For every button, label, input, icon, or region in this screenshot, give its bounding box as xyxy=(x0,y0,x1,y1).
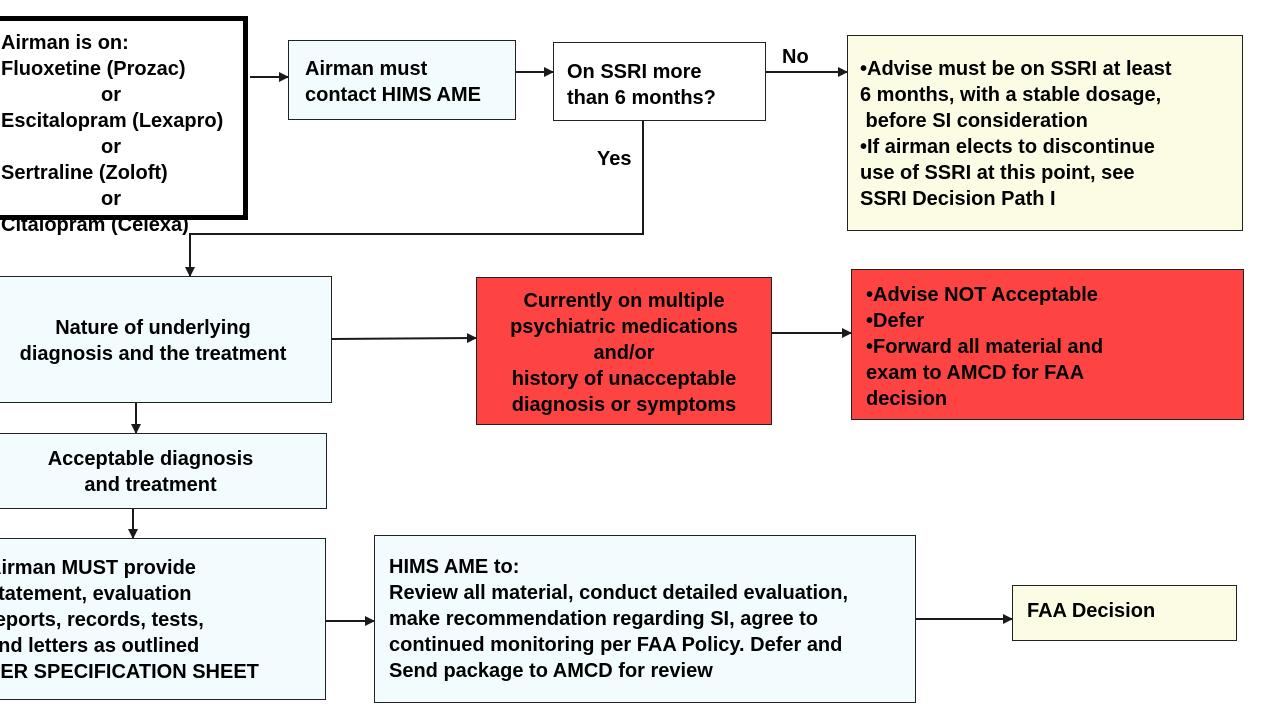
box-line: Airman is on: xyxy=(1,32,129,54)
airman-must-provide-box: Airman MUST provide statement, evaluatio… xyxy=(0,538,326,700)
box-line: •Advise NOT Acceptable xyxy=(866,284,1098,306)
box-line: reports, records, tests, xyxy=(0,609,204,631)
box-line: •If airman elects to discontinue xyxy=(860,136,1155,158)
box-line: PER SPECIFICATION SHEET xyxy=(0,661,259,683)
box-line: or xyxy=(101,188,121,210)
box-line: •Advise must be on SSRI at least xyxy=(860,58,1172,80)
box-line: •Defer xyxy=(866,310,925,332)
yes-label: Yes xyxy=(597,148,632,170)
box-line: Airman must xyxy=(305,58,428,80)
box-line: Review all material, conduct detailed ev… xyxy=(389,582,849,604)
box-line: On SSRI more xyxy=(567,61,702,83)
box-line: diagnosis and the treatment xyxy=(19,343,287,365)
arrow-nature-to-multiple xyxy=(331,333,477,344)
box-line: Acceptable diagnosis xyxy=(47,448,254,470)
box-line: use of SSRI at this point, see xyxy=(860,162,1135,184)
box-line: diagnosis or symptoms xyxy=(511,394,737,416)
box-line: before SI consideration xyxy=(860,110,1088,132)
nature-of-diagnosis-box: Nature of underlying diagnosis and the t… xyxy=(0,276,332,403)
box-line: or xyxy=(101,84,121,106)
box-line: Escitalopram (Lexapro) xyxy=(1,110,224,132)
box-line: 6 months, with a stable dosage, xyxy=(860,84,1162,106)
box-line: history of unacceptable xyxy=(511,368,737,390)
multiple-medications-box: Currently on multiple psychiatric medica… xyxy=(476,277,772,425)
box-line: Citalopram (Celexa) xyxy=(1,214,189,236)
faa-decision-box: FAA Decision xyxy=(1012,585,1237,641)
box-line: exam to AMCD for FAA xyxy=(866,362,1085,384)
box-line: SSRI Decision Path I xyxy=(860,188,1056,210)
contact-hims-ame-box: Airman must contact HIMS AME xyxy=(288,40,516,120)
box-line: statement, evaluation xyxy=(0,583,192,605)
not-acceptable-box: •Advise NOT Acceptable •Defer •Forward a… xyxy=(851,269,1244,420)
no-label: No xyxy=(782,46,809,68)
box-line: Currently on multiple xyxy=(523,290,725,312)
box-line: contact HIMS AME xyxy=(305,84,481,106)
box-line: decision xyxy=(866,388,948,410)
box-line: continued monitoring per FAA Policy. Def… xyxy=(389,634,843,656)
box-line: than 6 months? xyxy=(567,87,716,109)
box-line: make recommendation regarding SI, agree … xyxy=(389,608,819,630)
box-line: or xyxy=(101,136,121,158)
box-line: •Forward all material and xyxy=(866,336,1104,358)
acceptable-diagnosis-box: Acceptable diagnosis and treatment xyxy=(0,433,327,509)
box-line: Send package to AMCD for review xyxy=(389,660,713,682)
ssri-duration-question-box: On SSRI more than 6 months? xyxy=(553,42,766,121)
box-line: HIMS AME to: xyxy=(389,556,520,578)
box-line: Fluoxetine (Prozac) xyxy=(1,58,186,80)
hims-ame-review-box: HIMS AME to: Review all material, conduc… xyxy=(374,535,916,703)
box-line: and letters as outlined xyxy=(0,635,200,657)
box-line: and treatment xyxy=(84,474,217,496)
box-line: psychiatric medications xyxy=(510,316,738,338)
box-line: and/or xyxy=(593,342,655,364)
box-line: Nature of underlying xyxy=(55,317,251,339)
box-line: Airman MUST provide xyxy=(0,557,196,579)
start-medication-box: Airman is on: Fluoxetine (Prozac) or Esc… xyxy=(0,16,248,236)
arrow-yes-to-nature xyxy=(185,121,644,277)
box-line: Sertraline (Zoloft) xyxy=(1,162,168,184)
advise-ssri-box: •Advise must be on SSRI at least 6 month… xyxy=(847,35,1243,231)
box-line: FAA Decision xyxy=(1027,600,1156,622)
